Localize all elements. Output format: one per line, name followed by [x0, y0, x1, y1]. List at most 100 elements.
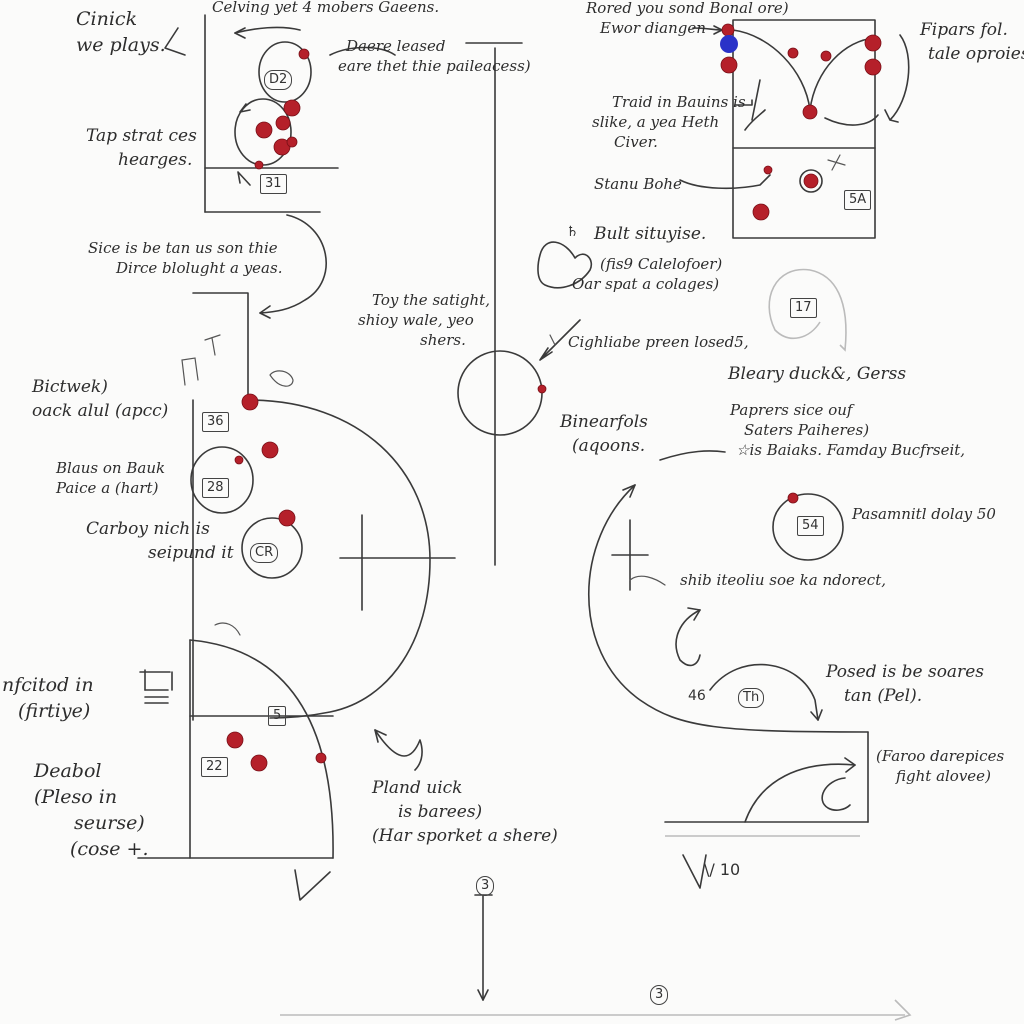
doodle-figure-icon: ♄ — [566, 224, 579, 240]
note-line: Cighliabe preen losed5, — [568, 333, 749, 351]
note-line: Fipars fol. — [920, 20, 1008, 40]
note-line: is barees) — [398, 802, 483, 822]
note-binearfols: Binearfols (aqoons. — [560, 410, 648, 458]
note-line: (Pleso in — [34, 786, 118, 808]
player-tag: 17 — [790, 298, 817, 318]
note-line: (Har sporket a shere) — [372, 826, 558, 846]
note-line: Pasamnitl dolay 50 — [852, 505, 996, 523]
player-marker — [820, 50, 832, 62]
player-tag: CR — [250, 543, 279, 563]
note-line: shers. — [420, 331, 466, 349]
player-tag: Th — [738, 688, 765, 708]
note-line: seurse) — [74, 812, 145, 834]
player-marker — [226, 731, 244, 749]
note-line: shioy wale, yeo — [358, 311, 474, 329]
note-line: (firtiye) — [18, 700, 91, 722]
player-marker — [803, 173, 819, 189]
note-line: Saters Paiheres) — [744, 421, 870, 439]
note-pasamnitl: Pasamnitl dolay 50 — [852, 504, 996, 524]
note-line: Rored you sond Bonal ore) — [586, 0, 789, 17]
note-rored: Rored you sond Bonal ore) Ewor diangen — [586, 0, 789, 38]
note-line: Bleary duck&, Gerss — [728, 364, 907, 384]
note-line: Paice a (hart) — [56, 479, 159, 497]
note-line: Deabol — [34, 760, 102, 782]
note-line: (cose +. — [70, 838, 149, 860]
note-stanu: Stanu Bohe — [594, 174, 682, 194]
player-marker-blue — [720, 35, 738, 53]
player-marker — [763, 165, 773, 175]
note-line: Celving yet 4 mobers Gaeens. — [212, 0, 440, 16]
note-line: Civer. — [614, 133, 658, 151]
player-marker — [752, 203, 770, 221]
small-mark: 46 — [688, 688, 706, 704]
note-daere: Daere leased eare thet thie paileacess) — [338, 36, 531, 76]
right-mid-zone — [537, 241, 847, 667]
note-bictwek: Bictwek) oack alul (apcc) — [32, 375, 168, 423]
note-shib: shib iteoliu soe ka ndorect, — [680, 570, 886, 590]
player-marker — [864, 58, 882, 76]
note-line: ☆is Baiaks. Famday Bucfrseit, — [736, 441, 966, 459]
note-line: (fis9 Calelofoer) — [600, 255, 723, 273]
note-sice: Sice is be tan us son thie Dirce blolugh… — [88, 238, 282, 278]
note-cinick: Cinick we plays. — [76, 6, 166, 58]
player-marker — [261, 441, 279, 459]
note-nfcitod: nfcitod in (firtiye) — [2, 672, 94, 724]
player-marker — [315, 752, 327, 764]
player-tag: 31 — [260, 174, 287, 194]
note-line: Daere leased — [346, 37, 446, 55]
player-marker — [286, 136, 298, 148]
note-bleary: Bleary duck&, Gerss — [728, 362, 906, 386]
note-line: slike, a yea Heth — [592, 113, 720, 131]
player-marker — [278, 509, 296, 527]
player-marker — [241, 393, 259, 411]
note-line: Stanu Bohe — [594, 175, 682, 193]
note-line: shib iteoliu soe ka ndorect, — [680, 571, 886, 589]
note-line: Bult situyise. — [594, 224, 707, 244]
player-tag: 36 — [202, 412, 229, 432]
note-line: Carboy nich is — [86, 519, 210, 539]
note-fipars: Fipars fol. tale oproies — [920, 18, 1024, 66]
note-traid: Traid in Bauins is slike, a yea Heth Civ… — [592, 92, 746, 152]
note-line: eare thet thie paileacess) — [338, 57, 531, 75]
note-paprers: Paprers sice ouf Saters Paiheres) ☆is Ba… — [730, 400, 965, 460]
note-bult: Bult situyise. — [594, 222, 706, 246]
note-line: Ewor diangen — [600, 19, 706, 37]
note-line: Tap strat ces — [86, 126, 197, 146]
bottom-left-zone — [137, 622, 423, 901]
note-line: Toy the satight, — [372, 291, 490, 309]
player-marker — [720, 56, 738, 74]
note-line: seipund it — [148, 543, 234, 563]
note-line: Bictwek) — [32, 377, 108, 397]
player-marker — [537, 384, 547, 394]
player-marker — [234, 455, 244, 465]
player-tag: 22 — [201, 757, 228, 777]
player-tag: 3 — [650, 985, 669, 1005]
note-line: tale oproies — [928, 44, 1024, 64]
note-line: Posed is be soares — [826, 662, 984, 682]
players-layer — [226, 23, 882, 772]
corner-mark: \/ 10 — [704, 860, 741, 879]
bottom-right-zone — [280, 484, 912, 1021]
player-marker — [787, 492, 799, 504]
player-marker — [255, 121, 273, 139]
note-deabol: Deabol (Pleso in seurse) (cose +. — [34, 758, 149, 862]
note-line: tan (Pel). — [844, 686, 923, 706]
note-line: Pland uick — [372, 778, 463, 798]
player-tag: 54 — [797, 516, 824, 536]
player-marker — [283, 99, 301, 117]
player-tag: 5A — [844, 190, 872, 210]
player-tag: 5 — [268, 706, 287, 726]
player-tag: 28 — [202, 478, 229, 498]
player-marker — [802, 104, 818, 120]
mid-left-zone — [181, 214, 456, 721]
note-line: Blaus on Bauk — [56, 459, 166, 477]
center-zone — [457, 42, 581, 1001]
note-line: (aqoons. — [572, 436, 646, 456]
note-line: oack alul (apcc) — [32, 401, 169, 421]
note-line: nfcitod in — [2, 674, 94, 696]
note-line: we plays. — [76, 34, 166, 56]
player-tag: 3 — [476, 876, 495, 896]
note-pland: Pland uick is barees) (Har sporket a she… — [372, 776, 558, 848]
